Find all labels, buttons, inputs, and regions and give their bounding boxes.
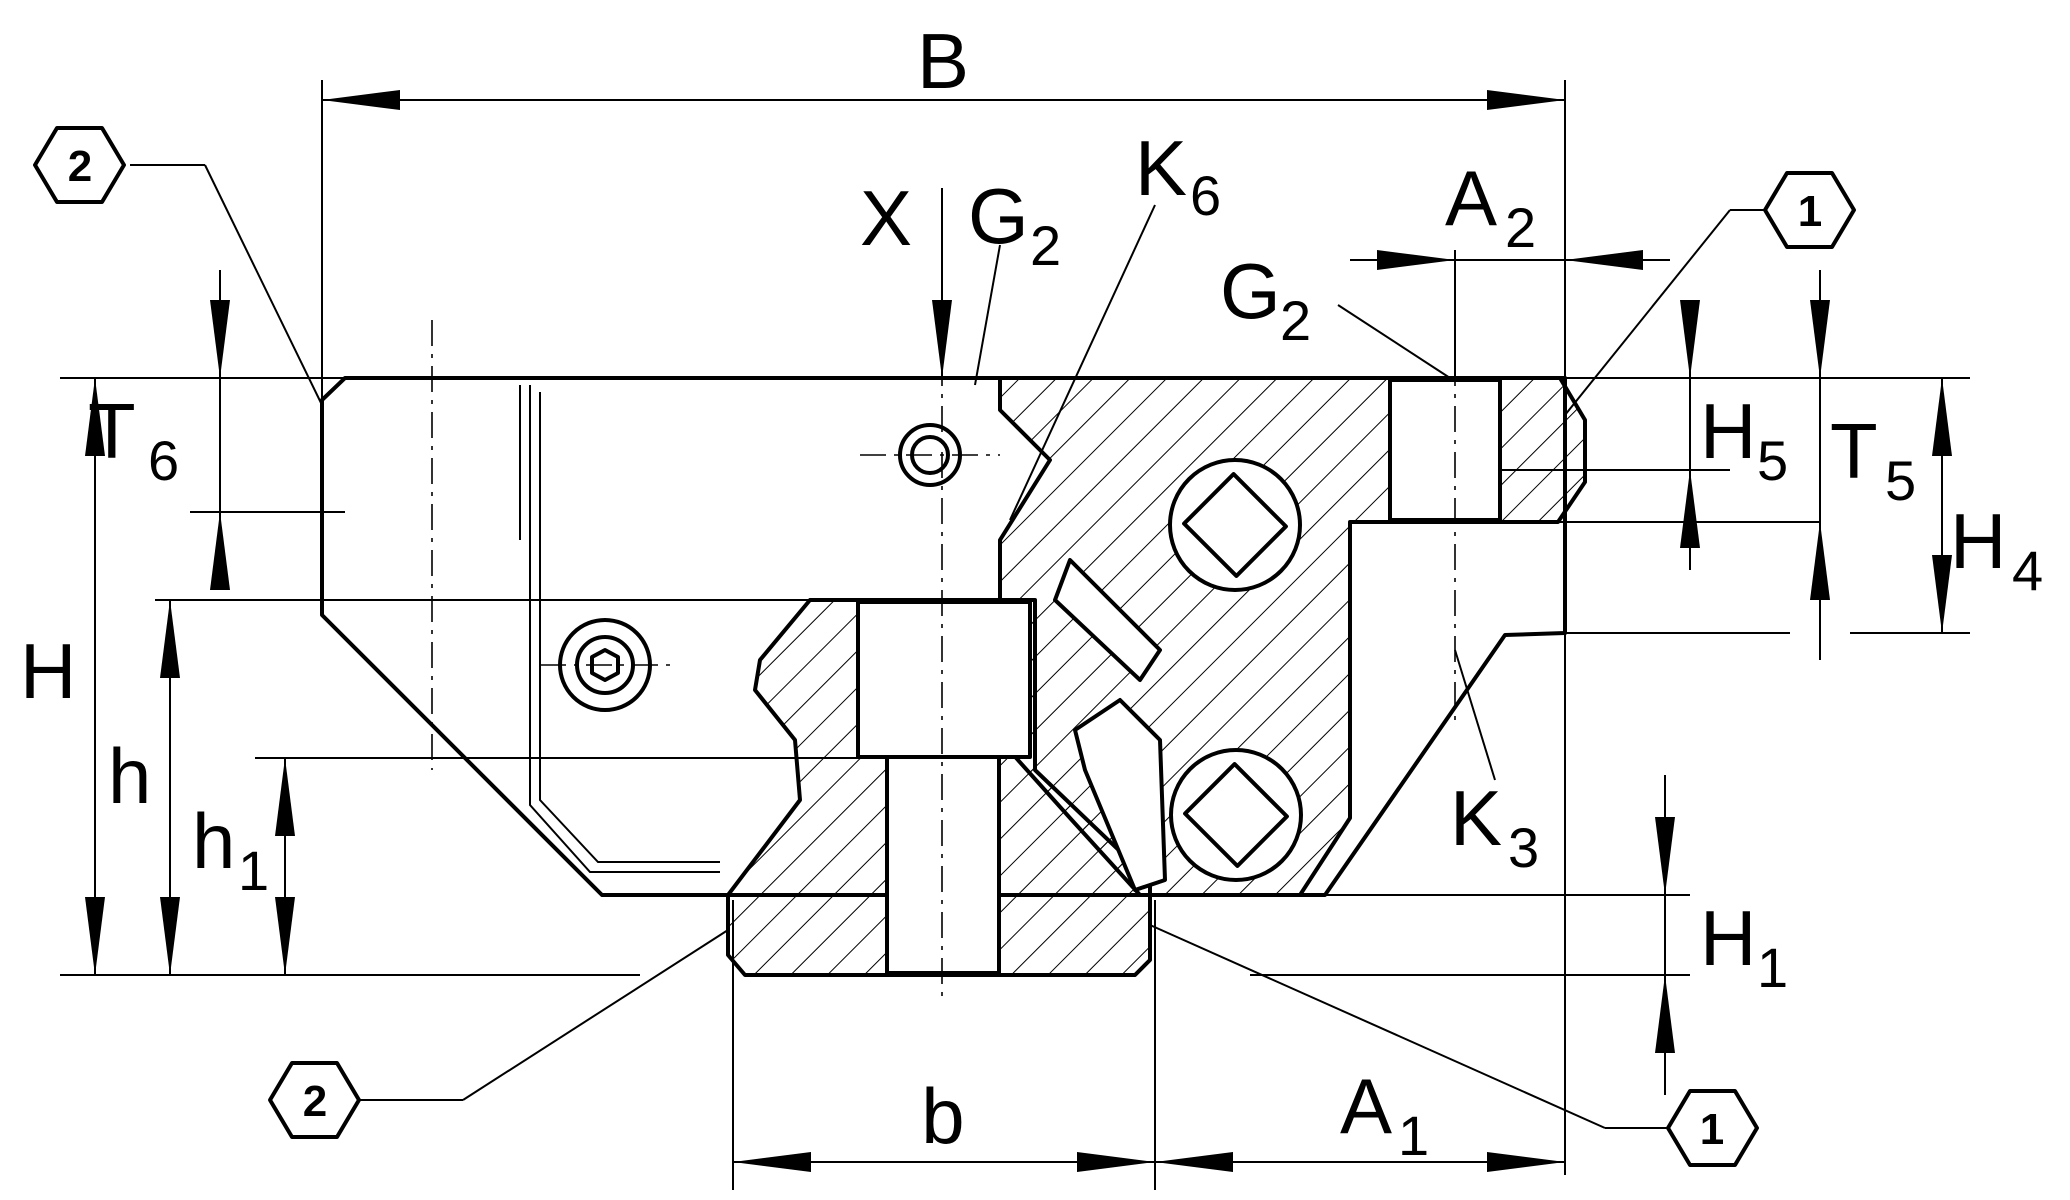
label-h: h [108, 732, 151, 820]
callout-hex-top-right: 1 [1763, 171, 1856, 249]
svg-text:6: 6 [148, 429, 179, 492]
svg-text:6: 6 [1190, 164, 1221, 227]
rolling-element-upper [1168, 458, 1302, 592]
svg-text:T: T [1830, 407, 1878, 495]
svg-text:1: 1 [1398, 1104, 1429, 1167]
svg-text:H: H [1950, 497, 2006, 585]
svg-text:T: T [88, 387, 136, 475]
label-X: X [860, 174, 912, 262]
svg-text:2: 2 [1030, 214, 1061, 277]
callout-hex-top-left: 2 [33, 126, 126, 204]
label-A2: A 2 [1445, 154, 1536, 259]
svg-text:A: A [1445, 154, 1497, 242]
label-K6: K 6 [1135, 124, 1221, 227]
leader-lines [130, 164, 1765, 1129]
label-b: b [921, 1072, 964, 1160]
label-A1: A 1 [1340, 1062, 1429, 1167]
callout-hex-bottom-left: 2 [268, 1061, 361, 1139]
svg-text:5: 5 [1757, 429, 1788, 492]
callout-number: 1 [1798, 187, 1822, 236]
extension-lines [60, 80, 1970, 1190]
svg-text:5: 5 [1885, 449, 1916, 512]
svg-text:3: 3 [1508, 816, 1539, 879]
guide-rail [726, 598, 1152, 977]
svg-text:K: K [1135, 124, 1187, 212]
svg-text:2: 2 [1505, 196, 1536, 259]
label-T6: T 6 [88, 387, 179, 492]
svg-text:H: H [1700, 894, 1756, 982]
label-H5: H 5 [1700, 387, 1788, 492]
svg-text:G: G [1220, 247, 1281, 335]
label-K3: K 3 [1450, 774, 1539, 879]
callout-hex-bottom-right: 1 [1666, 1089, 1759, 1167]
callout-number: 1 [1700, 1105, 1724, 1154]
svg-text:1: 1 [238, 839, 269, 902]
label-G2-top: G 2 [968, 172, 1061, 277]
label-T5: T 5 [1830, 407, 1916, 512]
label-H: H [20, 627, 76, 715]
label-B: B [917, 17, 969, 105]
svg-text:1: 1 [1757, 936, 1788, 999]
label-G2-right: G 2 [1220, 247, 1311, 352]
label-H4: H 4 [1950, 497, 2043, 602]
svg-text:2: 2 [1280, 289, 1311, 352]
svg-text:H: H [1700, 387, 1756, 475]
svg-text:G: G [968, 172, 1029, 260]
dimension-lines [85, 90, 1952, 1172]
svg-text:h: h [192, 797, 235, 885]
label-h1: h 1 [192, 797, 269, 902]
center-lines [431, 320, 1456, 1000]
label-H1: H 1 [1700, 894, 1788, 999]
svg-text:4: 4 [2012, 539, 2043, 602]
svg-text:K: K [1450, 774, 1502, 862]
retainer-lower [1073, 698, 1167, 892]
retainer-upper [1053, 558, 1162, 682]
rolling-element-lower [1169, 748, 1303, 882]
callout-number: 2 [68, 142, 92, 191]
callout-number: 2 [303, 1077, 327, 1126]
svg-text:A: A [1340, 1062, 1392, 1150]
